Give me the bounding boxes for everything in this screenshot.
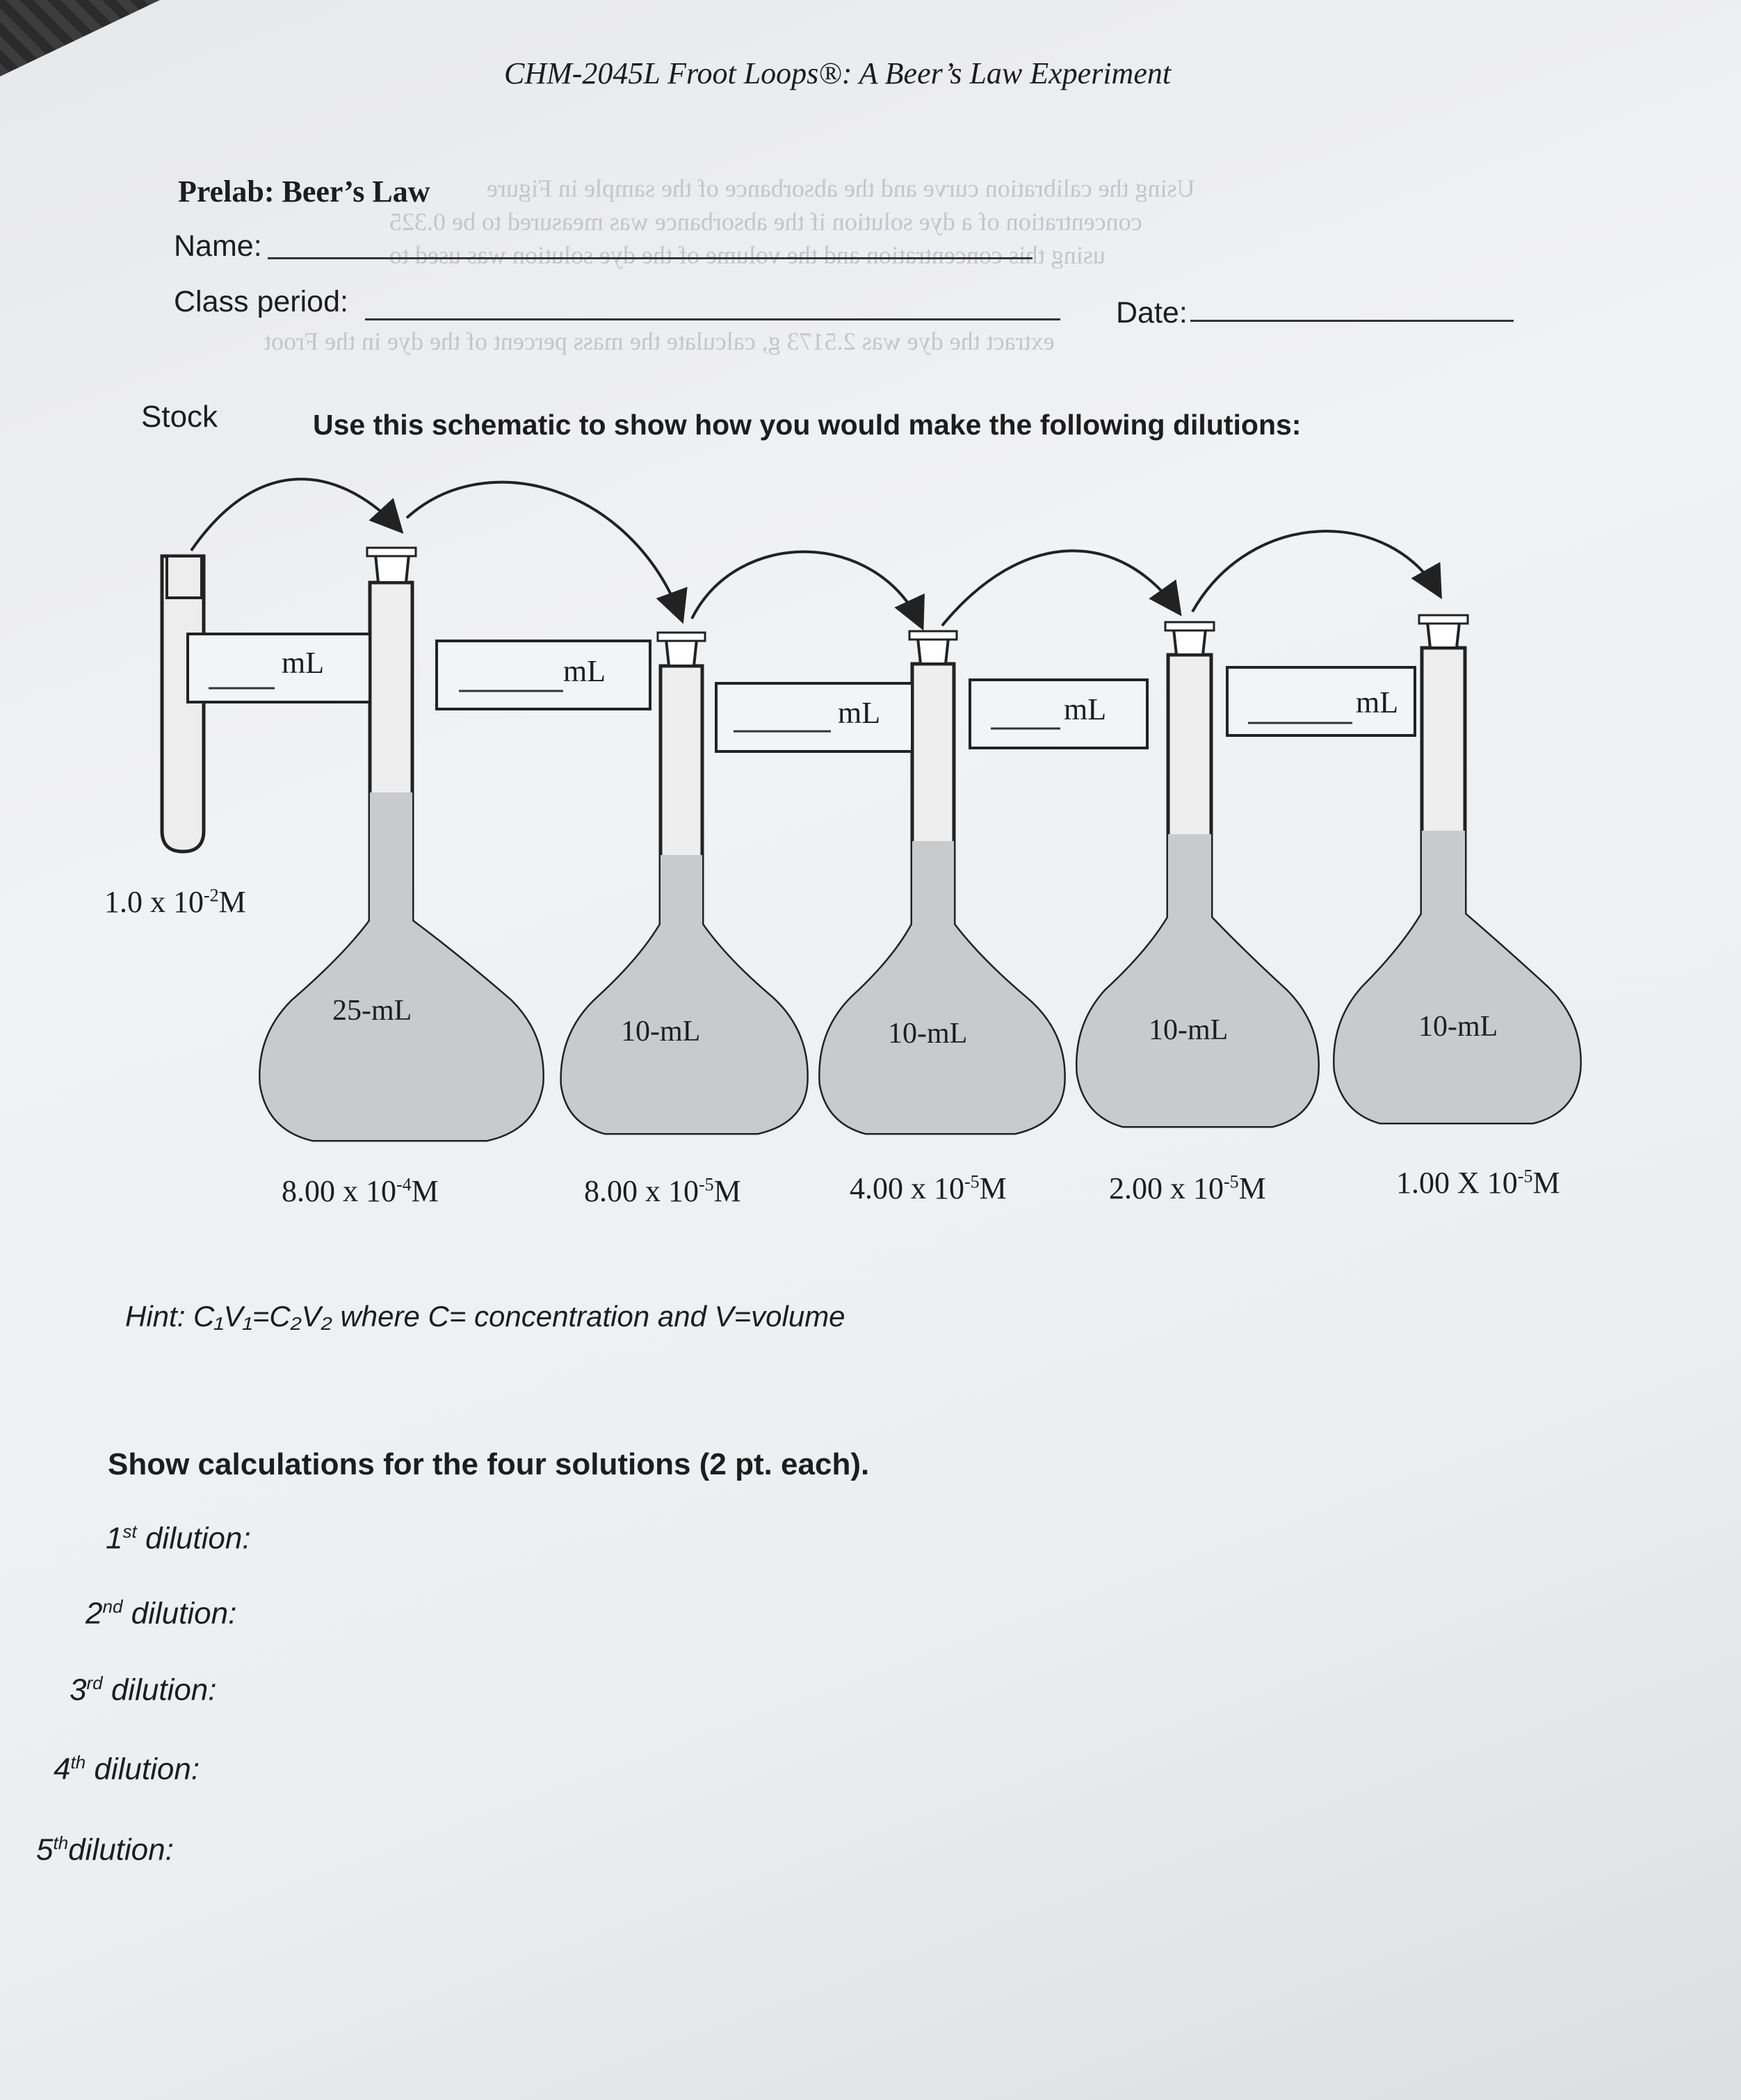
volume-blank-unit: mL	[282, 646, 325, 680]
volume-answer-box	[435, 640, 651, 710]
flask-concentration: 8.00 x 10-4M	[282, 1174, 439, 1208]
volumetric-flask-10ml	[560, 631, 809, 1135]
flask-concentration: 4.00 x 10-5M	[850, 1171, 1007, 1205]
volume-answer-box	[969, 678, 1149, 749]
dilution-label: 5thdilution:	[36, 1832, 174, 1867]
volume-blank-unit: mL	[1064, 692, 1107, 726]
dilution-label: 1st dilution:	[106, 1521, 251, 1556]
prelab-heading: Prelab: Beer’s Law	[178, 174, 430, 209]
worksheet-title: CHM-2045L Froot Loops®: A Beer’s Law Exp…	[504, 56, 1172, 90]
date-label: Date:	[1116, 296, 1188, 329]
volumetric-flask-10ml	[818, 630, 1066, 1135]
volume-answer-box	[1226, 666, 1416, 737]
volume-blank-unit: mL	[563, 654, 606, 688]
flask-concentration: 8.00 x 10-5M	[584, 1174, 741, 1208]
name-field[interactable]	[268, 257, 1033, 259]
volume-answer-box	[186, 633, 371, 703]
flask-concentration: 1.00 X 10-5M	[1396, 1166, 1560, 1200]
transfer-arrow	[690, 550, 925, 631]
dilution-label: 4th dilution:	[54, 1752, 200, 1786]
dilution-label: 3rd dilution:	[70, 1672, 217, 1707]
name-label: Name:	[174, 229, 262, 263]
hint-text: Hint: C₁V₁=C₂V₂ where C= concentration a…	[125, 1300, 845, 1333]
volumetric-flask-10ml	[1333, 614, 1582, 1125]
date-field[interactable]	[1190, 320, 1514, 322]
class-period-label: Class period:	[174, 285, 348, 318]
transfer-arrow	[941, 549, 1182, 627]
stock-concentration: 1.0 x 10-2M	[104, 885, 246, 919]
flask-volume-label: 25-mL	[332, 995, 412, 1027]
flask-concentration: 2.00 x 10-5M	[1109, 1171, 1266, 1205]
volume-blank-unit: mL	[1356, 685, 1399, 719]
volumetric-flask-25ml	[259, 546, 544, 1142]
transfer-arrow	[190, 478, 404, 552]
flask-volume-label: 10-mL	[1418, 1011, 1498, 1043]
instruction-text: Use this schematic to show how you would…	[313, 409, 1302, 441]
show-calculations-heading: Show calculations for the four solutions…	[108, 1447, 870, 1481]
stock-test-tube	[160, 554, 206, 854]
dilution-label: 2nd dilution:	[86, 1596, 237, 1631]
transfer-arrow	[405, 480, 688, 624]
volume-answer-box	[715, 682, 914, 753]
flask-volume-label: 10-mL	[888, 1018, 968, 1050]
flask-volume-label: 10-mL	[1149, 1014, 1229, 1046]
volumetric-flask-10ml	[1076, 621, 1320, 1128]
stock-label: Stock	[141, 400, 218, 434]
flask-volume-label: 10-mL	[621, 1016, 701, 1048]
volume-blank-unit: mL	[838, 696, 881, 730]
transfer-arrow	[1191, 530, 1442, 612]
class-period-field[interactable]	[365, 318, 1060, 320]
